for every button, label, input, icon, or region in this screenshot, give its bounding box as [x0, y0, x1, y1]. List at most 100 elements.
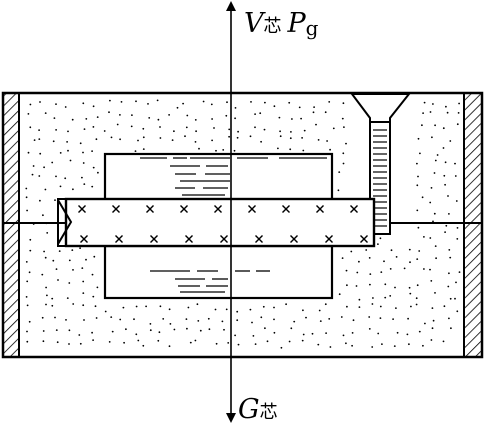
sand-dot: [29, 103, 32, 106]
core-x-mark: [180, 205, 188, 213]
core-print-left: [57, 198, 73, 247]
sand-dot: [137, 339, 140, 342]
sand-dot: [302, 333, 305, 336]
sand-dot: [159, 126, 161, 128]
sand-dot: [352, 319, 355, 322]
sand-dot: [249, 135, 252, 138]
sand-dot: [264, 327, 266, 330]
sand-dot: [444, 231, 446, 234]
sand-dot: [182, 102, 185, 105]
sand-dot: [433, 172, 436, 174]
sand-dot: [415, 303, 418, 306]
sand-dot: [168, 345, 171, 348]
sand-dot: [291, 118, 293, 120]
sand-dot: [434, 245, 437, 248]
label-g-sub: 芯: [260, 402, 278, 423]
sand-dot: [403, 267, 406, 270]
sand-dot: [53, 117, 56, 119]
sand-dot: [448, 249, 451, 251]
sand-dot: [55, 329, 58, 331]
sand-dot: [46, 232, 49, 234]
sand-dot: [252, 335, 255, 337]
core-x-mark: [214, 205, 222, 213]
sand-dot: [131, 114, 133, 116]
sand-dot: [328, 101, 331, 103]
sand-dot: [125, 328, 127, 331]
sand-dot: [111, 330, 114, 333]
sand-dot: [110, 316, 113, 318]
sand-dot: [326, 140, 328, 142]
sand-dot: [431, 327, 434, 330]
sand-dot: [430, 280, 433, 282]
sand-dot: [379, 237, 382, 240]
sand-dot: [104, 310, 107, 313]
sand-dot: [429, 201, 432, 204]
sand-dot: [356, 271, 359, 274]
sand-dot: [85, 258, 87, 261]
sand-dot: [215, 149, 217, 152]
sand-dot: [162, 318, 165, 320]
sand-dot: [279, 130, 281, 133]
sand-dot: [59, 185, 62, 188]
core-x-marks: [78, 205, 368, 243]
sand-dot: [416, 258, 419, 260]
label-p-sub: g: [306, 16, 319, 40]
sand-dot: [43, 166, 45, 169]
label-p: P: [287, 8, 307, 39]
sand-dot: [444, 183, 446, 186]
sand-dot: [328, 318, 331, 320]
sand-dot: [156, 99, 159, 102]
sand-dot: [32, 165, 35, 167]
sand-dot: [423, 236, 425, 238]
sand-dot: [442, 147, 445, 149]
sand-dot: [325, 332, 327, 334]
sand-dot: [422, 344, 424, 347]
sand-dot: [157, 118, 160, 121]
sand-dot: [82, 304, 85, 307]
sand-dot: [29, 126, 32, 129]
sand-dot: [64, 177, 67, 180]
sand-dot: [432, 103, 434, 105]
core-x-mark: [80, 235, 88, 243]
sand-dot: [119, 318, 122, 321]
sand-dot: [249, 308, 252, 311]
sand-dot: [26, 340, 29, 343]
sand-dot: [68, 343, 70, 345]
sand-dot: [432, 220, 434, 223]
sand-dot: [254, 113, 256, 115]
sand-dot: [343, 126, 345, 128]
sand-dot: [207, 317, 210, 320]
sand-dot: [81, 267, 84, 269]
sand-dot: [236, 136, 239, 139]
sand-dot: [342, 162, 345, 165]
sand-dot: [72, 188, 74, 191]
sand-dot: [189, 341, 192, 344]
sand-dot: [78, 334, 81, 336]
sand-dot: [26, 330, 28, 333]
lower-cavity: [103, 244, 334, 300]
sand-dot: [26, 209, 28, 212]
core-x-mark: [112, 205, 120, 213]
sand-dot: [157, 339, 160, 342]
sand-dot: [254, 343, 257, 345]
sand-dot: [149, 329, 152, 332]
core-x-mark: [255, 235, 263, 243]
sand-dot: [408, 248, 411, 251]
sand-dot: [65, 319, 67, 321]
sand-dot: [222, 149, 225, 151]
sand-dot: [417, 226, 420, 229]
label-g-core: G芯: [238, 394, 278, 425]
sand-dot: [302, 149, 305, 152]
sand-dot: [293, 320, 296, 323]
sand-dot: [227, 342, 230, 344]
sand-dot: [317, 343, 320, 346]
sand-dot: [448, 272, 450, 275]
sand-dot: [432, 319, 435, 322]
sand-dot: [46, 294, 48, 297]
sand-dot: [51, 297, 54, 300]
sand-dot: [27, 151, 30, 154]
sand-dot: [303, 129, 306, 132]
sand-dot: [91, 150, 93, 153]
sand-dot: [91, 331, 93, 334]
